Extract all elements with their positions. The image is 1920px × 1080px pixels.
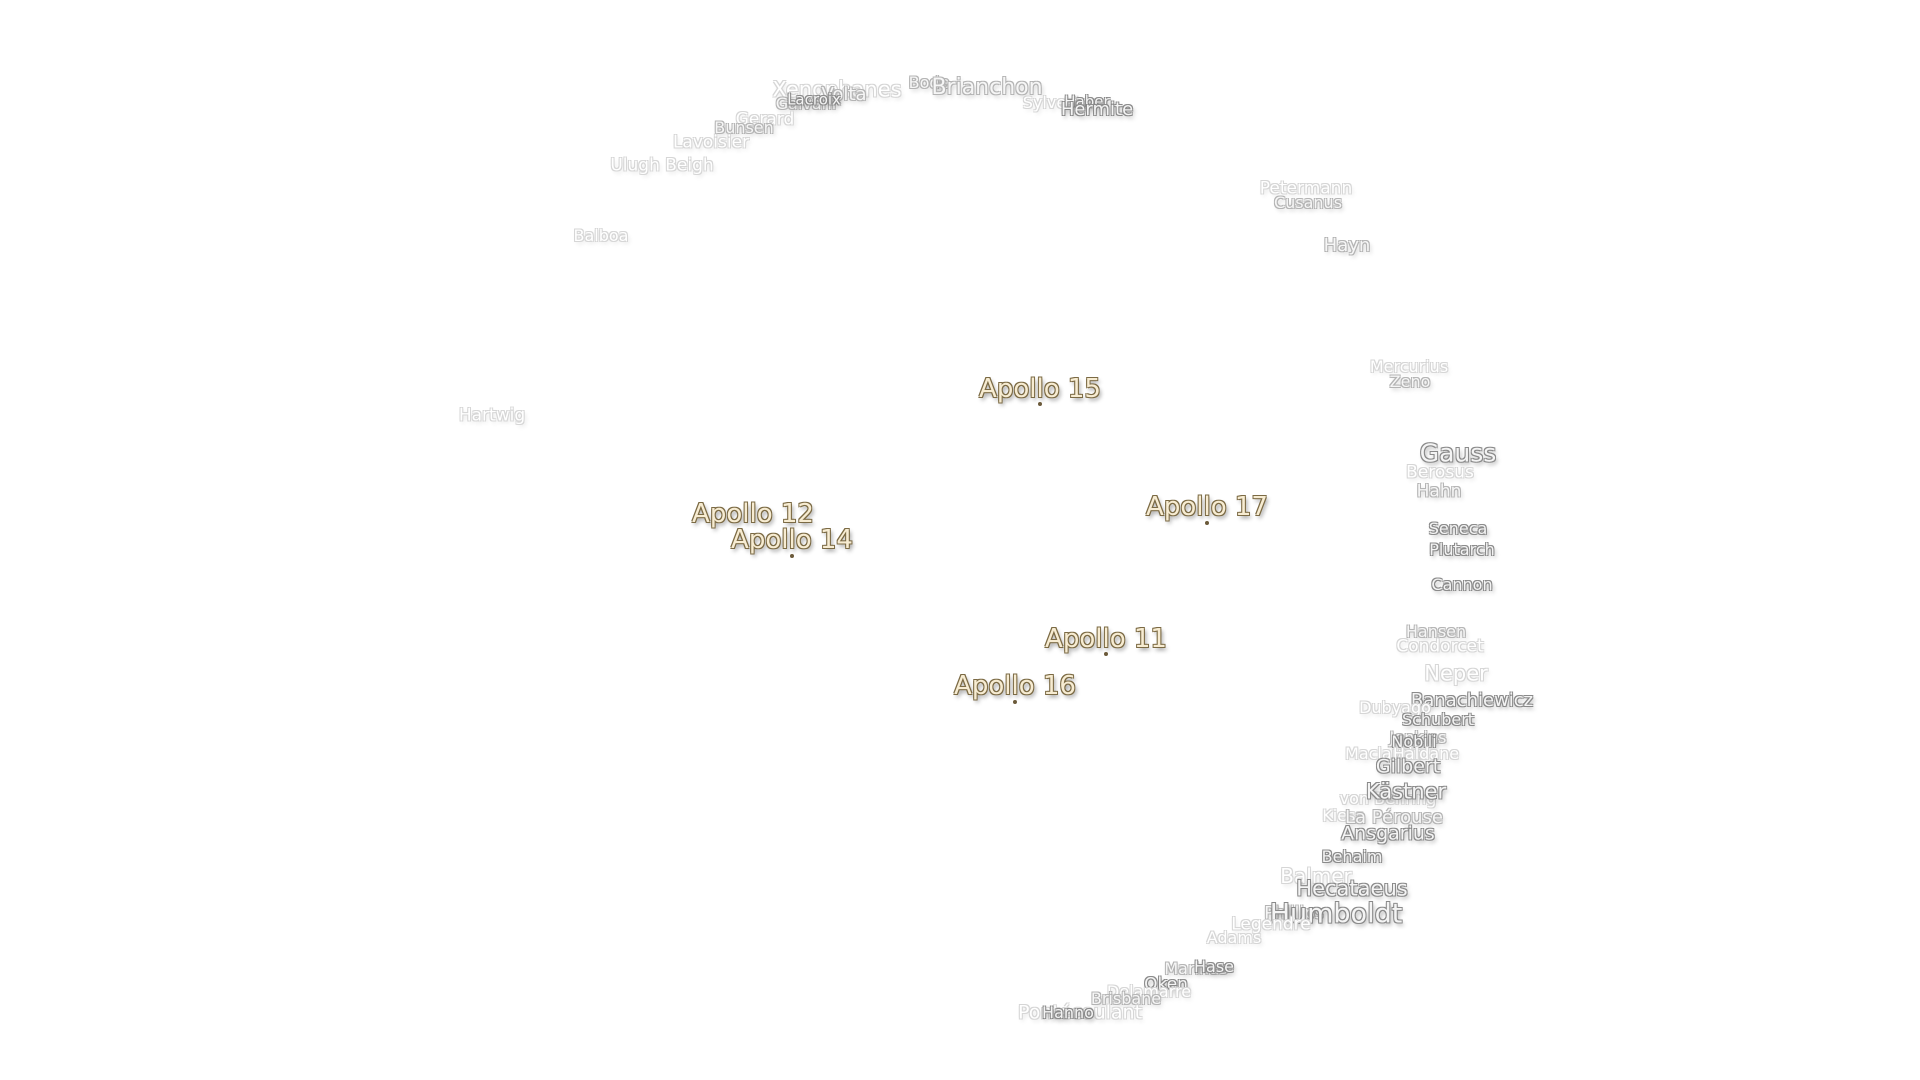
crater-label[interactable]: Lacroix xyxy=(787,90,841,109)
crater-label[interactable]: Ulugh Beigh xyxy=(610,155,714,176)
crater-label[interactable]: Sylvester xyxy=(1022,93,1098,112)
apollo-14-label[interactable]: Apollo 14 xyxy=(731,525,853,555)
crater-label[interactable]: Pontécoulant xyxy=(1017,1001,1143,1024)
crater-label[interactable]: Legendre xyxy=(1231,914,1311,935)
crater-label[interactable]: Maclaurin xyxy=(1345,744,1423,763)
crater-label[interactable]: Cusanus xyxy=(1273,193,1343,212)
apollo-16-label[interactable]: Apollo 16 xyxy=(954,671,1076,701)
apollo-15-site-marker xyxy=(1038,402,1042,406)
crater-label[interactable]: Hermite xyxy=(1060,99,1134,120)
crater-label[interactable]: Haber xyxy=(1064,92,1110,111)
crater-label[interactable]: Petermann xyxy=(1259,178,1353,199)
crater-label[interactable]: Jenkins xyxy=(1389,728,1447,747)
crater-label[interactable]: Dubyago xyxy=(1359,698,1431,717)
crater-label[interactable]: Zeno xyxy=(1389,372,1431,391)
crater-label[interactable]: Xenophanes xyxy=(772,77,902,102)
crater-label[interactable]: Delamarre xyxy=(1106,982,1192,1001)
crater-label[interactable]: Hanno xyxy=(1042,1003,1094,1022)
crater-label[interactable]: Haldane xyxy=(1392,744,1460,763)
crater-label[interactable]: Nobili xyxy=(1391,732,1437,751)
crater-label[interactable]: Hartwig xyxy=(458,405,526,426)
apollo-14-site-marker xyxy=(790,554,794,558)
crater-label[interactable]: Hase xyxy=(1193,957,1235,976)
crater-label[interactable]: Humboldt xyxy=(1269,898,1403,930)
crater-label[interactable]: Hayn xyxy=(1323,235,1371,256)
crater-label[interactable]: Volta xyxy=(821,84,867,105)
crater-label[interactable]: La Pérouse xyxy=(1345,807,1443,828)
apollo-11-site-marker xyxy=(1104,652,1108,656)
crater-label[interactable]: Bode xyxy=(908,73,950,92)
crater-label[interactable]: Brianchon xyxy=(931,75,1043,100)
crater-label[interactable]: Oken xyxy=(1144,974,1188,995)
crater-label[interactable]: Berosus xyxy=(1406,462,1474,483)
crater-label[interactable]: Lavoisier xyxy=(672,132,750,153)
crater-label[interactable]: Balmer xyxy=(1280,864,1352,888)
crater-label[interactable]: Ansgarius xyxy=(1341,822,1435,845)
crater-label[interactable]: Hansen xyxy=(1405,622,1467,641)
crater-label[interactable]: Schubert xyxy=(1401,710,1475,729)
apollo-17-site-marker xyxy=(1205,521,1209,525)
crater-label[interactable]: Kiess xyxy=(1322,806,1364,825)
crater-label[interactable]: Gerard xyxy=(735,109,795,130)
apollo-16-site-marker xyxy=(1013,700,1017,704)
crater-label[interactable]: Seneca xyxy=(1428,519,1488,538)
crater-label[interactable]: Hecataeus xyxy=(1296,876,1408,901)
crater-label[interactable]: Cannon xyxy=(1431,575,1493,594)
apollo-17-label[interactable]: Apollo 17 xyxy=(1146,492,1268,522)
crater-label[interactable]: Galvani xyxy=(775,94,837,113)
crater-label[interactable]: Adams xyxy=(1206,928,1262,947)
crater-label[interactable]: Behaim xyxy=(1321,847,1383,866)
crater-label[interactable]: Mercurius xyxy=(1369,357,1449,376)
crater-label[interactable]: von Behring xyxy=(1339,789,1437,808)
apollo-15-label[interactable]: Apollo 15 xyxy=(979,374,1101,404)
crater-label[interactable]: Kästner xyxy=(1365,779,1447,804)
crater-label[interactable]: Gilbert xyxy=(1375,755,1441,778)
crater-label[interactable]: Gauss xyxy=(1419,438,1497,468)
crater-label[interactable]: Plutarch xyxy=(1429,540,1495,559)
crater-label[interactable]: Banachiewicz xyxy=(1410,690,1534,711)
apollo-12-label[interactable]: Apollo 12 xyxy=(692,499,814,529)
crater-label[interactable]: Marinus xyxy=(1164,959,1228,978)
apollo-11-label[interactable]: Apollo 11 xyxy=(1045,624,1167,654)
crater-label[interactable]: Bunsen xyxy=(714,118,774,137)
crater-label[interactable]: Brisbane xyxy=(1090,989,1162,1008)
crater-label[interactable]: Phillips xyxy=(1264,903,1324,924)
crater-label[interactable]: Balboa xyxy=(573,226,629,245)
crater-label[interactable]: Condorcet xyxy=(1396,636,1484,657)
crater-label[interactable]: Neper xyxy=(1424,661,1488,686)
crater-label[interactable]: Hahn xyxy=(1416,481,1462,502)
